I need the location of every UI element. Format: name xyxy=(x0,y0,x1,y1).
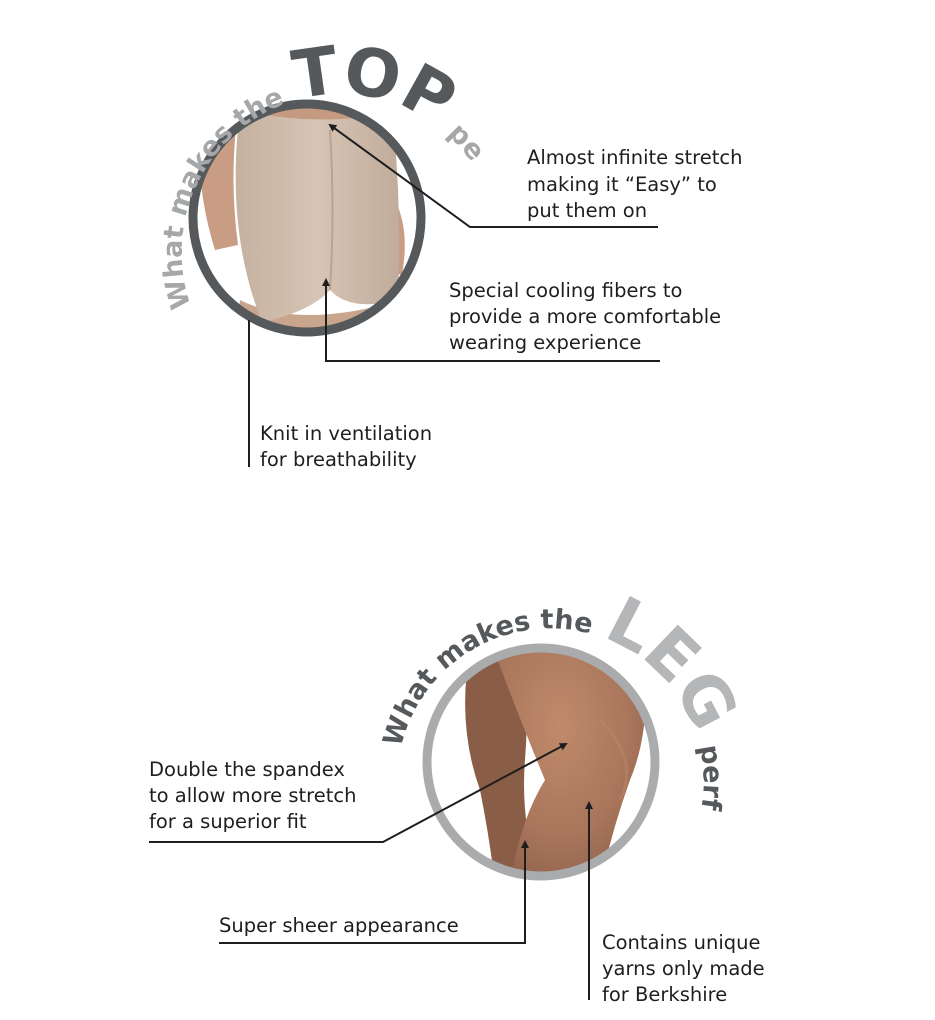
svg-text:Super sheer appearance: Super sheer appearance xyxy=(219,914,459,937)
callout-spandex-line-2: to allow more stretch xyxy=(149,784,356,807)
callout-stretch-line-1: Almost infinite stretch xyxy=(527,146,742,169)
callout-stretch: Almost infinite stretch making it “Easy”… xyxy=(328,123,749,228)
callout-yarns-line-3: for Berkshire xyxy=(602,983,727,1006)
leg-ring xyxy=(422,643,660,881)
callout-stretch-line-3: put them on xyxy=(527,199,647,222)
svg-text:What makes the LEG: What makes the LEG perform? xyxy=(0,0,753,812)
callout-cooling-line xyxy=(322,278,660,362)
svg-text:Special cooling fibers to: Special cooling fibers to provide a more… xyxy=(449,279,727,354)
callout-stretch-line xyxy=(328,123,658,228)
svg-text:Almost infinite stretch: Almost infinite stretch making it “Easy”… xyxy=(527,146,749,222)
callout-yarns: Contains unique yarns only made for Berk… xyxy=(585,801,771,1006)
svg-text:Contains unique yarns on: Contains unique yarns only made for Berk… xyxy=(602,931,771,1006)
callout-spandex-line-3: for a superior fit xyxy=(149,810,307,833)
top-ring xyxy=(188,99,426,337)
callout-cooling-line-1: Special cooling fibers to xyxy=(449,279,682,302)
callout-cooling: Special cooling fibers to provide a more… xyxy=(322,278,727,362)
callout-yarns-line-1: Contains unique xyxy=(602,931,761,954)
svg-text:Knit in ventilation for: Knit in ventilation for breathability xyxy=(260,422,438,471)
leg-arc-heading: What makes the LEG perform? xyxy=(0,0,753,812)
callout-sheer-line xyxy=(219,840,529,944)
leg-product-photo xyxy=(427,648,655,876)
callout-cooling-line-3: wearing experience xyxy=(449,331,641,354)
callout-spandex: Double the spandex to allow more stretch… xyxy=(149,743,568,843)
callout-spandex-line xyxy=(149,743,568,843)
callout-stretch-line-2: making it “Easy” to xyxy=(527,173,717,196)
callout-sheer: Super sheer appearance xyxy=(219,840,529,944)
callout-spandex-line-1: Double the spandex xyxy=(149,758,345,781)
svg-text:Double the spandex to al: Double the spandex to allow more stretch… xyxy=(149,758,363,833)
callout-sheer-line-1: Super sheer appearance xyxy=(219,914,459,937)
callout-cooling-line-2: provide a more comfortable xyxy=(449,305,721,328)
callout-ventilation: Knit in ventilation for breathability xyxy=(248,320,438,471)
callout-yarns-line-2: yarns only made xyxy=(602,957,765,980)
top-product-photo xyxy=(193,104,421,332)
callout-ventilation-line-1: Knit in ventilation xyxy=(260,422,432,445)
callout-ventilation-line-2: for breathability xyxy=(260,448,417,471)
